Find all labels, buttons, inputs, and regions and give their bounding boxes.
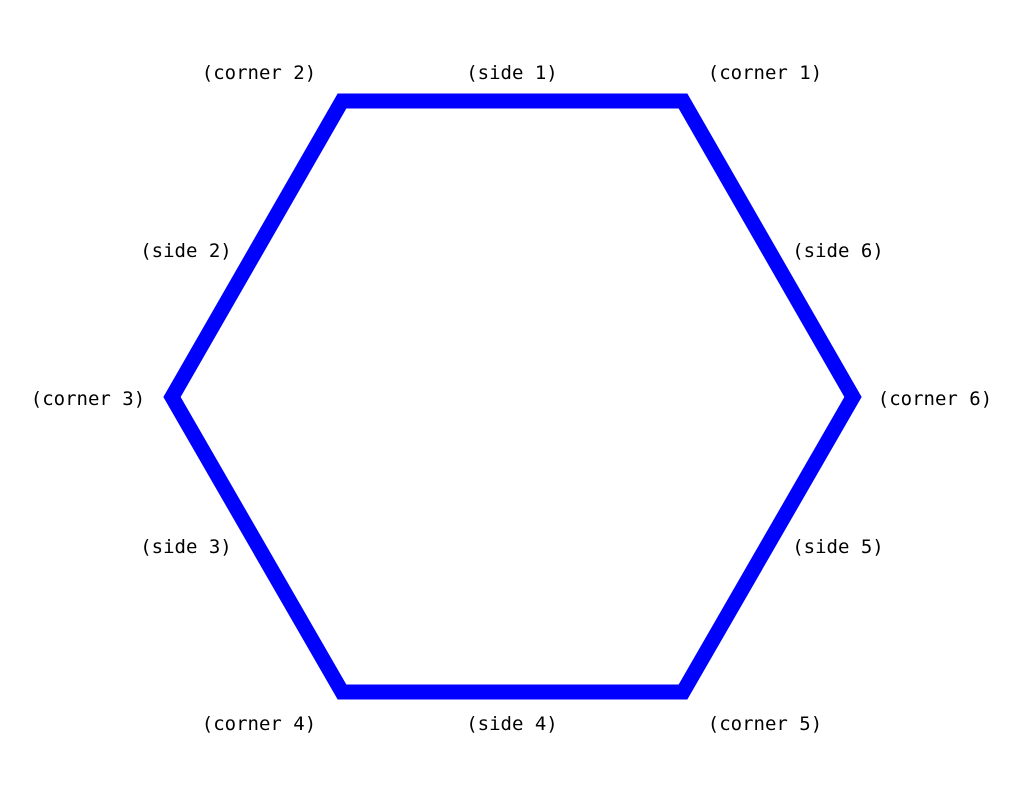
side-3-label: (side 3) bbox=[140, 536, 232, 558]
side-5-label: (side 5) bbox=[792, 536, 884, 558]
side-1-label: (side 1) bbox=[466, 62, 558, 84]
corner-6-label: (corner 6) bbox=[878, 388, 992, 410]
side-6-label: (side 6) bbox=[792, 240, 884, 262]
corner-2-label: (corner 2) bbox=[202, 62, 316, 84]
corner-5-label: (corner 5) bbox=[708, 713, 822, 735]
side-4-label: (side 4) bbox=[466, 713, 558, 735]
hexagon-outline bbox=[163, 93, 862, 700]
corner-3-label: (corner 3) bbox=[31, 388, 145, 410]
side-2-label: (side 2) bbox=[140, 240, 232, 262]
corner-1-label: (corner 1) bbox=[708, 62, 822, 84]
corner-4-label: (corner 4) bbox=[202, 713, 316, 735]
